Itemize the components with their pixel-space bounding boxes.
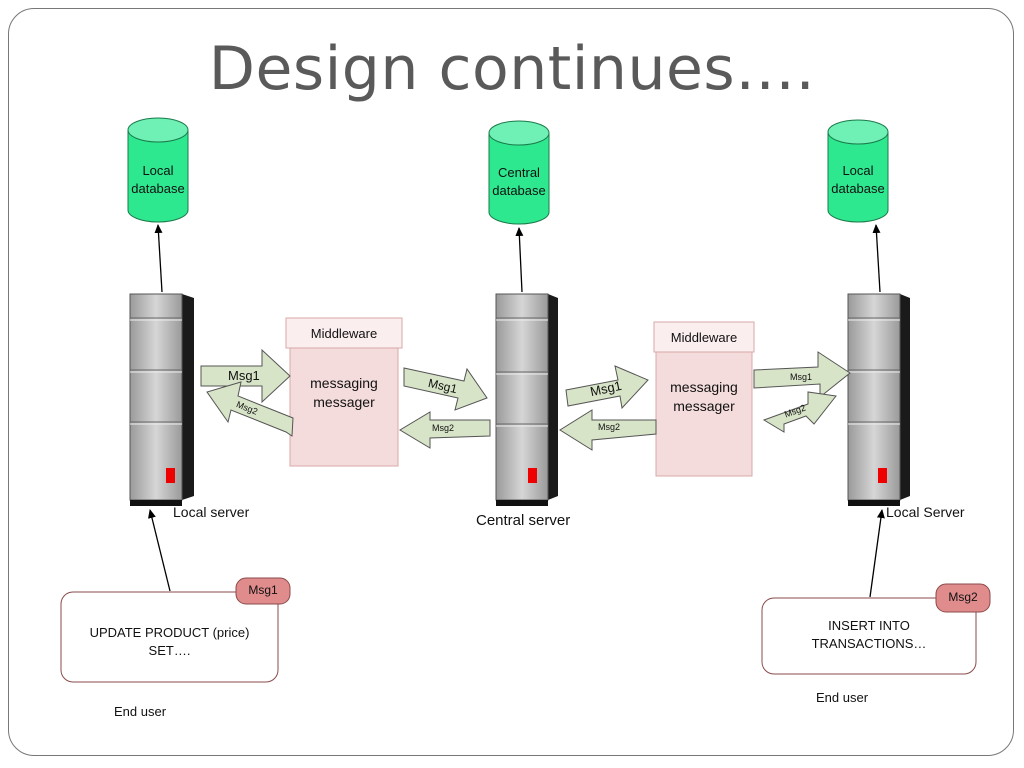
connector-user-right-server <box>869 509 885 598</box>
arrow-msg2-server-right-to-middleware-right <box>762 391 837 433</box>
msg-tag-left-label: Msg1 <box>248 583 278 597</box>
server-label-right: Local Server <box>886 504 965 520</box>
db-label-left-line1: Local <box>142 163 174 178</box>
connector-server-center-db <box>515 227 524 293</box>
user-box-right-line2: TRANSACTIONS… <box>811 636 927 651</box>
end-user-caption-right: End user <box>816 690 869 705</box>
end-user-caption-left: End user <box>114 704 167 719</box>
user-box-left-line2: SET…. <box>148 643 191 658</box>
user-box-left-text: UPDATE PRODUCT (price) SET…. <box>61 624 278 660</box>
arrow-msg1-middleware-right-to-server-right <box>753 351 851 399</box>
middleware-body-left: messaging messager <box>290 374 398 412</box>
server-label-center: Central server <box>476 512 571 529</box>
slide-title: Design continues…. <box>208 34 816 104</box>
db-label-right: Local database <box>828 162 888 198</box>
db-label-left-line2: database <box>131 181 185 196</box>
arrow-msg2-central-to-middleware-left <box>399 411 491 449</box>
arrow-label-a3-back: Msg2 <box>598 422 621 432</box>
user-box-right-text: INSERT INTO TRANSACTIONS… <box>762 617 976 653</box>
server-tower-right <box>847 293 910 506</box>
user-box-left <box>60 591 279 683</box>
middleware-header-right: Middleware <box>670 330 738 345</box>
arrow-label-a4-out: Msg1 <box>790 372 813 382</box>
msg-tag-left <box>235 577 291 605</box>
middleware-body-right: messaging messager <box>656 378 752 416</box>
middleware-box-left <box>285 317 403 467</box>
db-label-center: Central database <box>489 164 549 200</box>
arrow-msg1-middleware-left-to-central <box>403 367 488 411</box>
middleware-header-left: Middleware <box>310 326 378 341</box>
middleware-body-left-line2: messager <box>313 394 375 410</box>
db-label-right-line2: database <box>831 181 885 196</box>
arrow-label-a2-back: Msg2 <box>432 423 455 433</box>
db-cylinder-right <box>827 119 889 223</box>
server-tower-center <box>495 293 558 506</box>
middleware-body-left-line1: messaging <box>310 375 378 391</box>
msg-tag-right-label: Msg2 <box>948 590 978 604</box>
arrow-msg1-server-left-to-middleware <box>200 348 291 404</box>
arrow-label-a1-out: Msg1 <box>228 368 260 383</box>
db-label-center-line1: Central <box>498 165 540 180</box>
server-label-left: Local server <box>173 504 250 520</box>
connector-user-left-server <box>148 509 171 592</box>
msg-tag-right <box>935 583 991 613</box>
connector-server-right-db <box>872 224 881 293</box>
arrow-msg2-middleware-to-server-left <box>206 381 294 437</box>
db-label-center-line2: database <box>492 183 546 198</box>
middleware-body-right-line2: messager <box>673 398 735 414</box>
middleware-box-right <box>653 321 755 477</box>
middleware-body-right-line1: messaging <box>670 379 738 395</box>
db-cylinder-center <box>488 120 550 225</box>
db-label-left: Local database <box>128 162 188 198</box>
server-tower-left <box>129 293 194 506</box>
arrow-msg1-central-to-middleware-right <box>565 365 649 410</box>
db-cylinder-left <box>127 117 189 223</box>
user-box-right <box>761 597 977 675</box>
db-label-right-line1: Local <box>842 163 874 178</box>
connector-server-left-db <box>154 224 163 293</box>
user-box-right-line1: INSERT INTO <box>828 618 910 633</box>
user-box-left-line1: UPDATE PRODUCT (price) <box>89 625 250 640</box>
arrow-msg2-middleware-right-to-central <box>559 409 657 451</box>
